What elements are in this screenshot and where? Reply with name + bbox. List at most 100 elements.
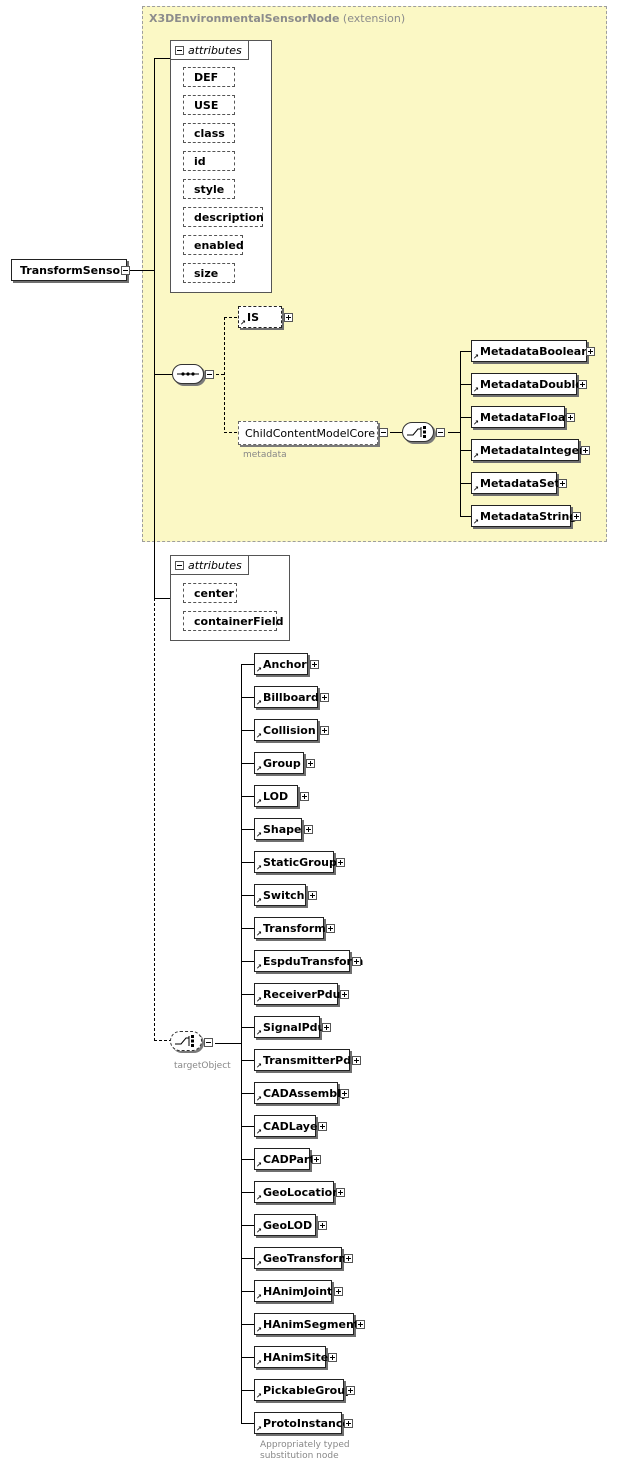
attribute-use[interactable]: USE	[183, 95, 235, 115]
target-element-receiverpdu[interactable]: ↗ReceiverPdu	[254, 983, 341, 1005]
target-element-hanimsegment[interactable]: ↗HAnimSegment	[254, 1313, 359, 1335]
target-expand-icon[interactable]	[320, 693, 329, 702]
metadata-boolean-expand-icon[interactable]	[586, 347, 595, 356]
attribute-description[interactable]: description	[183, 207, 264, 227]
target-element-collision[interactable]: ↗Collision	[254, 719, 318, 741]
target-element-label: ReceiverPdu	[263, 987, 341, 1001]
metadata-choice-collapse-icon[interactable]	[436, 428, 445, 437]
root-element-transformsensor[interactable]: TransformSensor	[11, 259, 127, 281]
is-element[interactable]: ↗ IS	[238, 306, 282, 328]
attribute-id[interactable]: id	[183, 151, 235, 171]
attribute-class[interactable]: class	[183, 123, 235, 143]
target-expand-icon[interactable]	[344, 1254, 353, 1263]
target-expand-icon[interactable]	[322, 1023, 331, 1032]
metadata-float-expand-icon[interactable]	[566, 413, 575, 422]
metadata-set-expand-icon[interactable]	[558, 479, 567, 488]
target-element-label: Anchor	[263, 657, 307, 671]
target-expand-icon[interactable]	[306, 759, 315, 768]
own-attributes-header[interactable]: attributes	[171, 556, 249, 575]
attributes-collapse-icon[interactable]	[175, 45, 184, 55]
target-expand-icon[interactable]	[352, 957, 361, 966]
attribute-size[interactable]: size	[183, 263, 235, 283]
target-element-transmitterpdu[interactable]: ↗TransmitterPdu	[254, 1049, 359, 1071]
target-expand-icon[interactable]	[326, 924, 335, 933]
metadata-double-element[interactable]: ↗MetadataDouble	[471, 373, 583, 395]
target-element-hanimsite[interactable]: ↗HAnimSite	[254, 1346, 328, 1368]
target-element-label: Group	[263, 756, 301, 770]
reference-arrow-icon: ↗	[256, 1293, 262, 1301]
metadata-label: MetadataBoolean	[480, 344, 590, 358]
target-element-billboard[interactable]: ↗Billboard	[254, 686, 319, 708]
metadata-boolean-element[interactable]: ↗MetadataBoolean	[471, 340, 590, 362]
target-element-label: CADPart	[263, 1152, 315, 1166]
target-element-geotransform[interactable]: ↗GeoTransform	[254, 1247, 350, 1269]
target-element-group[interactable]: ↗Group	[254, 752, 304, 774]
metadata-integer-element[interactable]: ↗MetadataInteger	[471, 439, 584, 461]
target-expand-icon[interactable]	[340, 990, 349, 999]
sequence-compositor[interactable]	[172, 364, 204, 384]
reference-arrow-icon: ↗	[256, 1326, 262, 1334]
target-element-geolocation[interactable]: ↗GeoLocation	[254, 1181, 340, 1203]
metadata-choice-compositor[interactable]	[402, 422, 434, 442]
target-expand-icon[interactable]	[304, 825, 313, 834]
target-expand-icon[interactable]	[352, 1056, 361, 1065]
target-element-pickablegroup[interactable]: ↗PickableGroup	[254, 1379, 353, 1401]
target-element-cadassembly[interactable]: ↗CADAssembly	[254, 1082, 348, 1104]
target-expand-icon[interactable]	[356, 1320, 365, 1329]
target-element-hanimjoint[interactable]: ↗HAnimJoint	[254, 1280, 332, 1302]
target-expand-icon[interactable]	[336, 1188, 345, 1197]
metadata-string-expand-icon[interactable]	[572, 512, 581, 521]
target-expand-icon[interactable]	[300, 792, 309, 801]
target-element-protoinstance[interactable]: ↗ProtoInstance	[254, 1412, 350, 1434]
child-group-collapse-icon[interactable]	[379, 428, 388, 437]
target-element-espdutransform[interactable]: ↗EspduTransform	[254, 950, 363, 972]
metadata-float-element[interactable]: ↗MetadataFloat	[471, 406, 571, 428]
target-choice-collapse-icon[interactable]	[204, 1038, 213, 1047]
is-expand-icon[interactable]	[284, 313, 293, 322]
target-element-lod[interactable]: ↗LOD	[254, 785, 298, 807]
reference-arrow-icon: ↗	[256, 864, 262, 872]
target-expand-icon[interactable]	[334, 1287, 343, 1296]
target-element-geolod[interactable]: ↗GeoLOD	[254, 1214, 316, 1236]
reference-arrow-icon: ↗	[256, 1128, 262, 1136]
target-element-transform[interactable]: ↗Transform	[254, 917, 326, 939]
target-expand-icon[interactable]	[320, 726, 329, 735]
reference-arrow-icon: ↗	[256, 1161, 262, 1169]
root-collapse-icon[interactable]	[121, 266, 130, 275]
target-expand-icon[interactable]	[310, 660, 319, 669]
metadata-integer-expand-icon[interactable]	[581, 446, 590, 455]
metadata-set-element[interactable]: ↗MetadataSet	[471, 472, 560, 494]
target-element-switch[interactable]: ↗Switch	[254, 884, 306, 906]
target-expand-icon[interactable]	[344, 1419, 353, 1428]
reference-arrow-icon: ↗	[256, 765, 262, 773]
reference-arrow-icon: ↗	[473, 518, 479, 526]
target-expand-icon[interactable]	[340, 1089, 349, 1098]
attribute-center[interactable]: center	[183, 583, 237, 603]
metadata-string-element[interactable]: ↗MetadataString	[471, 505, 577, 527]
target-expand-icon[interactable]	[346, 1386, 355, 1395]
target-element-label: HAnimJoint	[263, 1284, 333, 1298]
target-element-cadlayer[interactable]: ↗CADLayer	[254, 1115, 323, 1137]
target-expand-icon[interactable]	[308, 891, 317, 900]
target-element-cadpart[interactable]: ↗CADPart	[254, 1148, 315, 1170]
target-expand-icon[interactable]	[312, 1155, 321, 1164]
sequence-collapse-icon[interactable]	[205, 370, 214, 379]
target-element-shape[interactable]: ↗Shape	[254, 818, 302, 840]
own-attributes-collapse-icon[interactable]	[175, 560, 184, 570]
inherited-attributes-header[interactable]: attributes	[171, 41, 249, 60]
child-content-model-group[interactable]: ChildContentModelCore	[238, 421, 378, 445]
target-element-signalpdu[interactable]: ↗SignalPdu	[254, 1016, 325, 1038]
attribute-enabled[interactable]: enabled	[183, 235, 244, 255]
target-expand-icon[interactable]	[328, 1353, 337, 1362]
target-element-staticgroup[interactable]: ↗StaticGroup	[254, 851, 337, 873]
metadata-double-expand-icon[interactable]	[578, 380, 587, 389]
target-object-choice-compositor[interactable]	[170, 1031, 202, 1051]
target-expand-icon[interactable]	[318, 1221, 327, 1230]
attribute-containerfield[interactable]: containerField	[183, 611, 283, 631]
target-expand-icon[interactable]	[336, 858, 345, 867]
target-element-anchor[interactable]: ↗Anchor	[254, 653, 308, 675]
target-expand-icon[interactable]	[318, 1122, 327, 1131]
attribute-def[interactable]: DEF	[183, 67, 235, 87]
attribute-style[interactable]: style	[183, 179, 235, 199]
reference-arrow-icon: ↗	[256, 1062, 262, 1070]
